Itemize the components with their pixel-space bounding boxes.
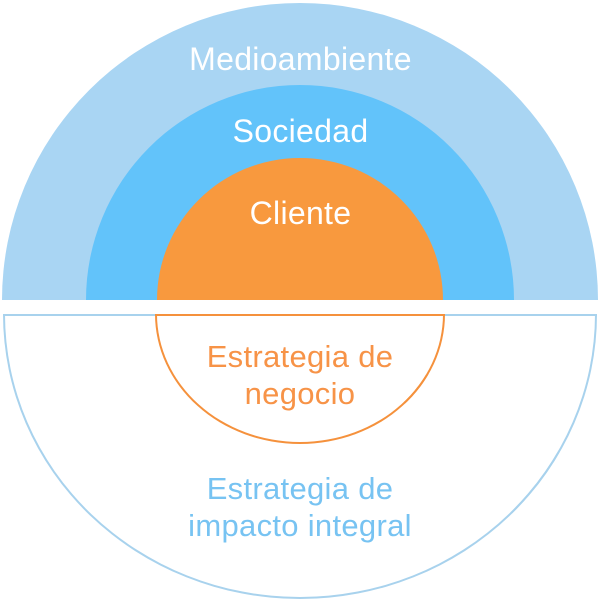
medioambiente-label: Medioambiente — [189, 41, 412, 77]
estrategia-negocio-label: Estrategia de negocio — [206, 339, 394, 411]
cliente-label: Cliente — [249, 195, 352, 231]
sociedad-label: Sociedad — [232, 113, 369, 149]
estrategia-impacto-label: Estrategia de impacto integral — [188, 471, 412, 543]
